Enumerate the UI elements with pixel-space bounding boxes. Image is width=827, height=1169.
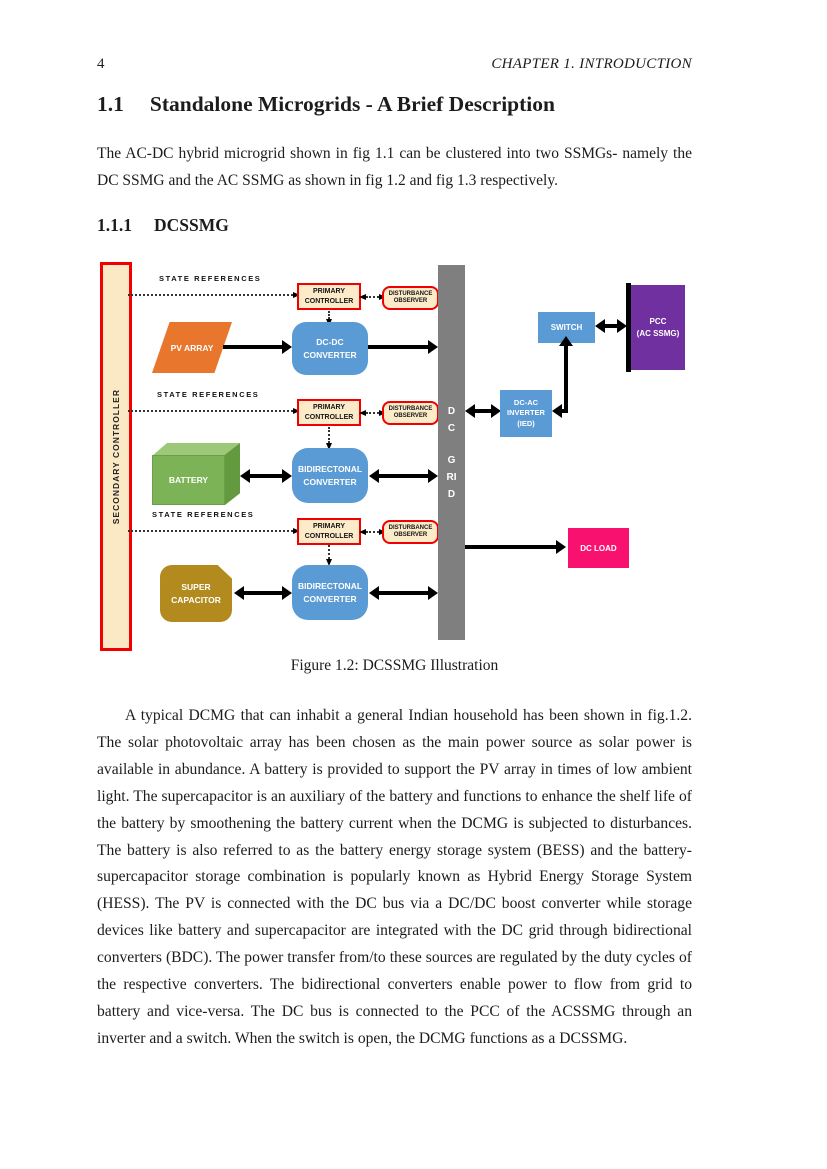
arrow-pv-to-dcdc [223, 340, 292, 354]
dotted-arrow-secondary-to-primary-2 [128, 408, 300, 414]
figure-caption: Figure 1.2: DCSSMG Illustration [290, 657, 499, 674]
arrow-inverter-switch-horizontal [552, 404, 568, 418]
arrow-grid-inverter [465, 404, 501, 418]
page-header: 4 CHAPTER 1. INTRODUCTION [97, 56, 692, 73]
arrow-grid-to-dcload [465, 540, 566, 554]
dotted-arrow-primary-observer-3 [359, 529, 386, 535]
dotted-arrow-secondary-to-primary-1 [128, 292, 300, 298]
dotted-arrow-primary-observer-1 [359, 294, 386, 300]
chapter-running-head: CHAPTER 1. INTRODUCTION [491, 56, 692, 72]
dotted-arrow-primary-to-converter-1 [325, 311, 332, 326]
primary-controller-block-2: PRIMARY CONTROLLER [297, 399, 361, 426]
battery-side-face [225, 443, 240, 505]
body-paragraph: A typical DCMG that can inhabit a genera… [97, 707, 692, 1047]
intro-paragraph: The AC-DC hybrid microgrid shown in fig … [97, 145, 692, 189]
arrow-supercap-bidirectional [234, 586, 292, 600]
dotted-arrow-primary-to-converter-2 [325, 427, 332, 450]
section-heading: 1.1 Standalone Microgrids - A Brief Descr… [97, 92, 692, 117]
arrow-bidirectional1-grid [369, 469, 438, 483]
dc-grid-word-dc: DC [447, 405, 456, 434]
secondary-controller-label: SECONDARY CONTROLLER [111, 388, 121, 525]
pcc-label-line1: PCC [649, 316, 667, 326]
section-title: Standalone Microgrids - A Brief Descript… [149, 92, 555, 116]
super-capacitor-block: SUPER CAPACITOR [160, 565, 232, 622]
dc-grid-label: DC GRID [446, 403, 458, 503]
pcc-label-line2: (AC SSMG) [636, 328, 680, 338]
arrow-bidirectional2-grid [369, 586, 438, 600]
dc-load-block: DC LOAD [568, 528, 629, 568]
inverter-label-line1: DC-AC [513, 397, 539, 407]
dc-grid-word-grid: GRID [446, 454, 457, 500]
battery-top-face [152, 443, 240, 456]
dotted-arrow-primary-observer-2 [359, 410, 386, 416]
disturbance-observer-block-2: DISTURBANCE OBSERVER [382, 401, 439, 425]
dotted-arrow-primary-to-converter-3 [325, 545, 332, 566]
subsection-heading: 1.1.1 DCSSMG [97, 215, 692, 236]
section-number: 1.1 [97, 92, 124, 116]
disturbance-observer-block-1: DISTURBANCE OBSERVER [382, 286, 439, 310]
secondary-controller-block: SECONDARY CONTROLLER [100, 262, 132, 651]
arrow-switch-pcc [595, 319, 627, 333]
arrow-dcdc-to-grid [368, 340, 438, 354]
inverter-label-line3: (IED) [517, 418, 535, 428]
dc-grid-bus: DC GRID [438, 265, 465, 640]
dcdc-converter-block: DC-DC CONVERTER [292, 322, 368, 375]
pv-array-block: PV ARRAY [152, 322, 232, 373]
bidirectional-converter-block-2: BIDIRECTONAL CONVERTER [292, 565, 368, 620]
bidirectional-converter-block-1: BIDIRECTONAL CONVERTER [292, 448, 368, 503]
primary-controller-block-1: PRIMARY CONTROLLER [297, 283, 361, 310]
page-number: 4 [97, 56, 105, 72]
subsection-title: DCSSMG [154, 215, 229, 235]
subsection-number: 1.1.1 [97, 215, 132, 235]
dotted-arrow-secondary-to-primary-3 [128, 528, 300, 534]
pcc-block: PCC (AC SSMG) [631, 285, 685, 370]
pcc-bus-bar [626, 283, 631, 372]
arrow-inverter-switch-vertical [559, 336, 573, 413]
disturbance-observer-block-3: DISTURBANCE OBSERVER [382, 520, 439, 544]
inverter-label-line2: INVERTER [507, 408, 545, 418]
state-references-label-1: STATE REFERENCES [159, 274, 262, 283]
state-references-label-3: STATE REFERENCES [152, 510, 255, 519]
figure-dcssmg-diagram: SECONDARY CONTROLLER STATE REFERENCES PR… [97, 258, 692, 651]
dcac-inverter-block: DC-AC INVERTER (IED) [500, 390, 552, 437]
primary-controller-block-3: PRIMARY CONTROLLER [297, 518, 361, 545]
arrow-battery-bidirectional [240, 469, 292, 483]
state-references-label-2: STATE REFERENCES [157, 390, 260, 399]
battery-block: BATTERY [152, 455, 225, 505]
